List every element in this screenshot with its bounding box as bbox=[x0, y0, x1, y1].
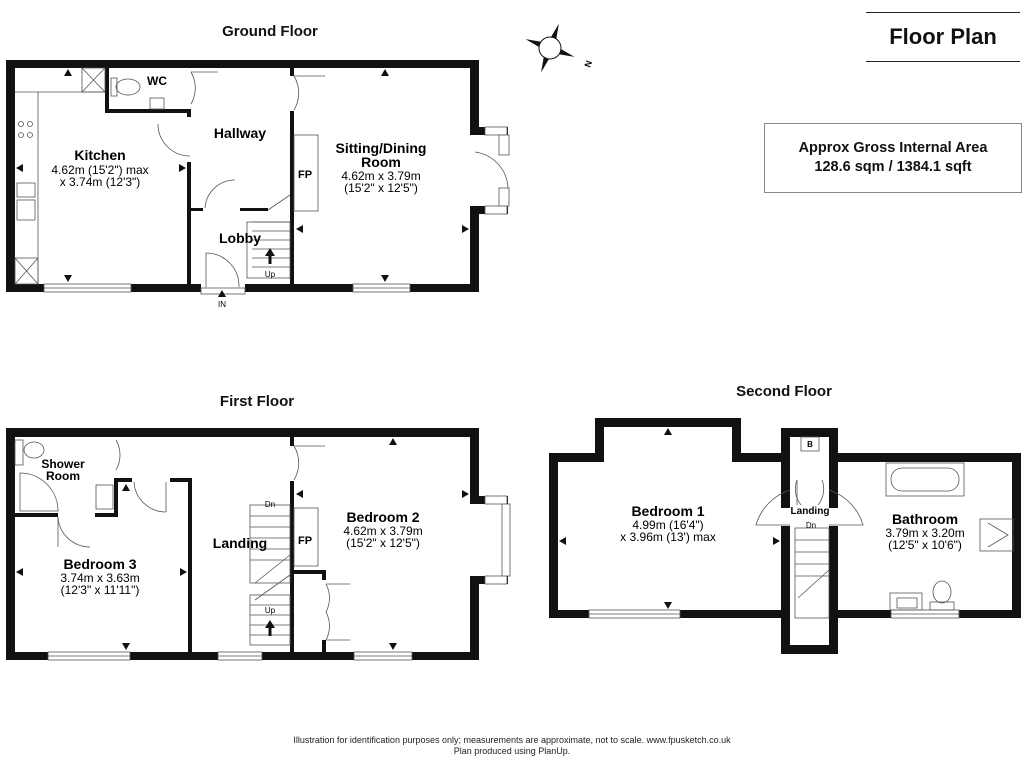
room-dim-bedroom2-1: 4.62m x 3.79m bbox=[343, 524, 422, 538]
room-name-shower-1: Shower bbox=[41, 457, 85, 471]
ground-floor-title: Ground Floor bbox=[222, 23, 318, 40]
room-name-lobby: Lobby bbox=[219, 230, 261, 246]
room-name-sitting-1: Sitting/Dining bbox=[336, 140, 427, 156]
stairs-up-label-ground: Up bbox=[265, 270, 276, 279]
room-name-bedroom2: Bedroom 2 bbox=[346, 509, 419, 525]
room-name-wc: WC bbox=[147, 74, 167, 88]
room-name-shower-2: Room bbox=[46, 469, 80, 483]
room-name-bedroom3: Bedroom 3 bbox=[63, 556, 136, 572]
area-label: Approx Gross Internal Area bbox=[798, 140, 988, 156]
room-dim-bedroom2-2: (15'2" x 12'5") bbox=[346, 536, 420, 550]
plan-title: Floor Plan bbox=[889, 24, 997, 49]
ground-floor-dimension-arrows bbox=[16, 69, 469, 297]
room-dim-bathroom-1: 3.79m x 3.20m bbox=[885, 526, 964, 540]
room-dim-kitchen-1: 4.62m (15'2") max bbox=[51, 163, 148, 177]
first-floor-dimension-arrows bbox=[16, 438, 469, 650]
stairs-up-label-first: Up bbox=[265, 606, 276, 615]
room-name-landing-first: Landing bbox=[213, 535, 267, 551]
plan-title-block: Floor Plan bbox=[866, 12, 1020, 62]
disclaimer-footer: Illustration for identification purposes… bbox=[0, 735, 1024, 757]
second-floor-title: Second Floor bbox=[736, 383, 832, 400]
room-name-bathroom: Bathroom bbox=[892, 511, 958, 527]
disclaimer-line-2: Plan produced using PlanUp. bbox=[453, 746, 571, 756]
stairs-down-label-second: Dn bbox=[806, 521, 816, 530]
room-name-sitting-2: Room bbox=[361, 154, 401, 170]
room-name-bedroom1: Bedroom 1 bbox=[631, 503, 704, 519]
fireplace-label-ground: FP bbox=[298, 169, 312, 181]
room-name-kitchen: Kitchen bbox=[74, 147, 125, 163]
room-dim-bathroom-2: (12'5" x 10'6") bbox=[888, 538, 962, 552]
area-value: 128.6 sqm / 1384.1 sqft bbox=[814, 159, 972, 175]
second-floor-dimension-arrows bbox=[559, 428, 780, 609]
room-name-hallway: Hallway bbox=[214, 125, 266, 141]
compass-north-label: N bbox=[582, 59, 594, 69]
room-dim-bedroom3-1: 3.74m x 3.63m bbox=[60, 571, 139, 585]
room-dim-sitting-1: 4.62m x 3.79m bbox=[341, 169, 420, 183]
second-floor-fixtures bbox=[588, 436, 1014, 619]
fireplace-label-first: FP bbox=[298, 535, 312, 547]
gross-area-box: Approx Gross Internal Area 128.6 sqm / 1… bbox=[764, 123, 1022, 193]
room-name-landing-second: Landing bbox=[791, 506, 830, 517]
stairs-down-label-first: Dn bbox=[265, 500, 275, 509]
disclaimer-line-1: Illustration for identification purposes… bbox=[293, 735, 731, 745]
room-dim-bedroom1-2: x 3.96m (13') max bbox=[620, 530, 716, 544]
room-dim-kitchen-2: x 3.74m (12'3") bbox=[60, 175, 141, 189]
room-dim-bedroom1-1: 4.99m (16'4") bbox=[632, 518, 703, 532]
room-dim-sitting-2: (15'2" x 12'5") bbox=[344, 181, 418, 195]
ground-floor-fixtures bbox=[14, 67, 510, 295]
room-dim-bedroom3-2: (12'3" x 11'11") bbox=[61, 583, 140, 597]
first-floor-title: First Floor bbox=[219, 393, 295, 410]
entrance-label: IN bbox=[218, 300, 226, 309]
second-floor-plan bbox=[549, 418, 1021, 654]
boiler-label: B bbox=[807, 440, 813, 449]
compass-icon: N bbox=[525, 23, 594, 73]
